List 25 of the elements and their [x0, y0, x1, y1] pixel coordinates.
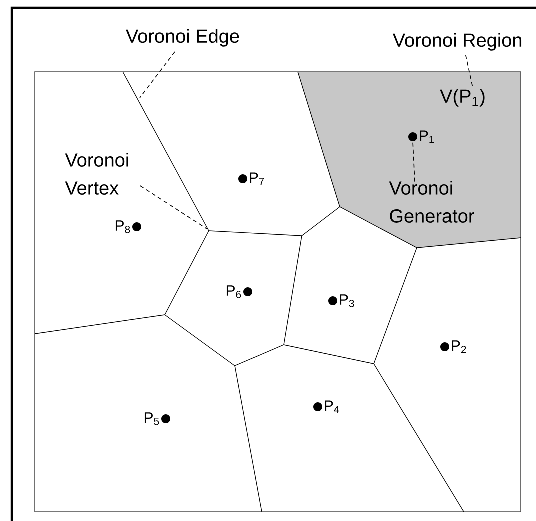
node-label: P$_{5}$ — [144, 412, 160, 426]
node-label: P$_{2}$ — [452, 340, 466, 354]
generator-point: P$_{8}$ — [116, 220, 142, 234]
callout-label: Voronoi Region — [392, 33, 522, 51]
callout-label: Voronoi Edge — [126, 29, 240, 47]
leader-line — [140, 186, 208, 230]
callout-label: Voronoi Generator — [389, 181, 474, 223]
node-label: P$_{7}$ — [250, 172, 264, 186]
generator-point: P$_{5}$ — [144, 412, 170, 426]
generator-point: P$_{4}$ — [314, 400, 340, 414]
node-label: P$_{8}$ — [116, 220, 130, 234]
generator-point: P$_{1}$ — [408, 130, 434, 144]
callout-label: Voronoi Vertex — [65, 153, 128, 195]
generator-point: P$_{3}$ — [328, 294, 354, 308]
leader-line — [412, 141, 416, 182]
leader-line — [140, 52, 176, 98]
node-label: P$_{1}$ — [420, 130, 434, 144]
node-label: P$_{3}$ — [340, 294, 354, 308]
node-label: P$_{6}$ — [226, 286, 242, 298]
node-label: P$_{4}$ — [325, 400, 340, 414]
leader-line — [465, 54, 474, 88]
generator-point: P$_{2}$ — [440, 340, 466, 354]
region-label: V(P$_{1}$) — [440, 89, 485, 107]
generator-point: P$_{7}$ — [238, 172, 264, 186]
generator-point: P$_{6}$ — [226, 286, 252, 298]
